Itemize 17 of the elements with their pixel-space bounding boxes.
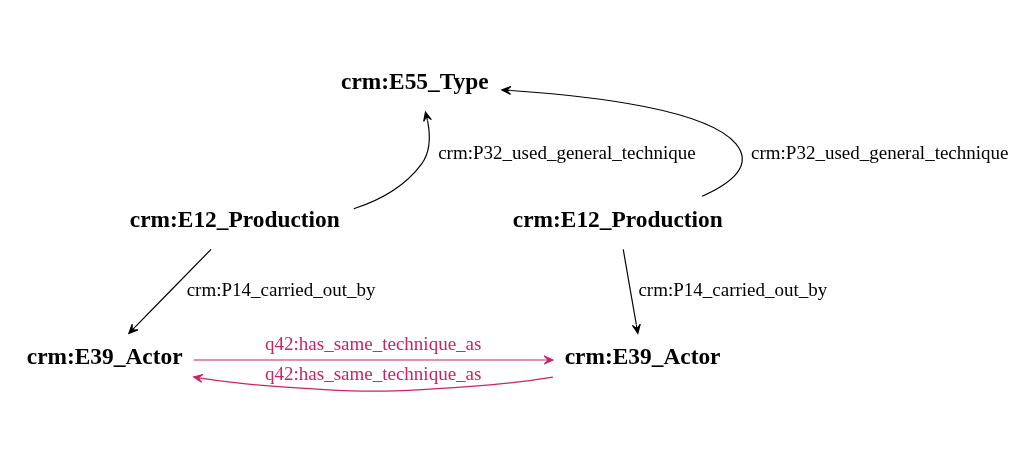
edge-label: q42:has_same_technique_as	[265, 362, 482, 384]
node-text: crm:E39_Actor	[564, 342, 721, 369]
arrow	[128, 248, 212, 334]
arrow	[622, 248, 641, 334]
arrow	[501, 85, 743, 197]
node-text: crm:E12_Production	[129, 205, 340, 232]
node-text: crm:E12_Production	[512, 205, 723, 232]
edge-label: crm:P14_carried_out_by	[186, 278, 376, 300]
node-text: crm:E39_Actor	[26, 342, 183, 369]
arrow	[353, 110, 432, 209]
arrow	[193, 354, 554, 364]
arrow	[193, 373, 554, 392]
edge-label: crm:P32_used_general_technique	[751, 141, 1009, 163]
node-text: crm:E55_Type	[341, 67, 489, 94]
edge-label: q42:has_same_technique_as	[265, 332, 482, 354]
edge-label: crm:P32_used_general_technique	[438, 141, 696, 163]
edge-label: crm:P14_carried_out_by	[638, 278, 828, 300]
